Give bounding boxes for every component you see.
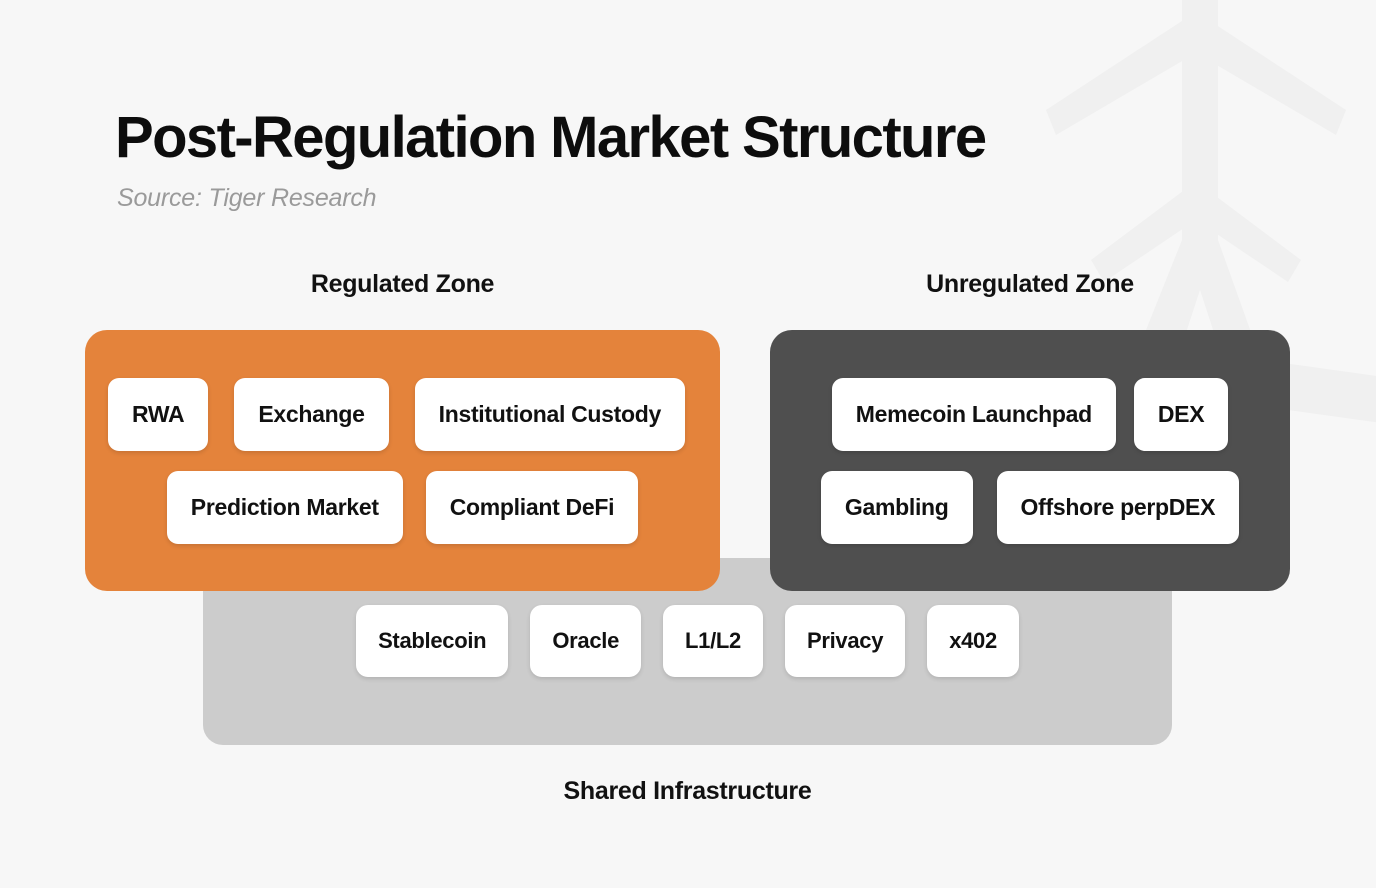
regulated-zone-panel: RWA Exchange Institutional Custody Predi… xyxy=(85,330,720,591)
chip-prediction-market[interactable]: Prediction Market xyxy=(166,470,403,544)
chip-offshore-perpdex[interactable]: Offshore perpDEX xyxy=(996,470,1240,544)
chip-dex[interactable]: DEX xyxy=(1133,377,1229,451)
chip-x402[interactable]: x402 xyxy=(927,605,1019,677)
page-source-label: Source: Tiger Research xyxy=(117,184,377,212)
chip-oracle[interactable]: Oracle xyxy=(530,605,642,677)
shared-infrastructure-label: Shared Infrastructure xyxy=(563,777,812,805)
chip-rwa[interactable]: RWA xyxy=(108,377,209,451)
unregulated-zone-panel: Memecoin Launchpad DEX Gambling Offshore… xyxy=(770,330,1290,591)
chip-institutional-custody[interactable]: Institutional Custody xyxy=(414,377,686,451)
chip-gambling[interactable]: Gambling xyxy=(820,470,973,544)
unregulated-chip-row-2: Gambling Offshore perpDEX xyxy=(792,470,1268,544)
chip-stablecoin[interactable]: Stablecoin xyxy=(356,605,509,677)
chip-memecoin-launchpad[interactable]: Memecoin Launchpad xyxy=(831,377,1116,451)
chip-privacy[interactable]: Privacy xyxy=(784,605,906,677)
unregulated-zone-heading: Unregulated Zone xyxy=(926,270,1134,298)
chip-exchange[interactable]: Exchange xyxy=(234,377,389,451)
unregulated-chip-row-1: Memecoin Launchpad DEX xyxy=(792,377,1268,451)
regulated-chip-row-2: Prediction Market Compliant DeFi xyxy=(107,470,698,544)
page-title: Post-Regulation Market Structure xyxy=(115,105,987,170)
chip-compliant-defi[interactable]: Compliant DeFi xyxy=(425,470,639,544)
regulated-zone-heading: Regulated Zone xyxy=(310,270,495,298)
regulated-chip-row-1: RWA Exchange Institutional Custody xyxy=(107,377,698,451)
chip-l1-l2[interactable]: L1/L2 xyxy=(663,605,763,677)
shared-chip-row: Stablecoin Oracle L1/L2 Privacy x402 xyxy=(203,605,1172,677)
